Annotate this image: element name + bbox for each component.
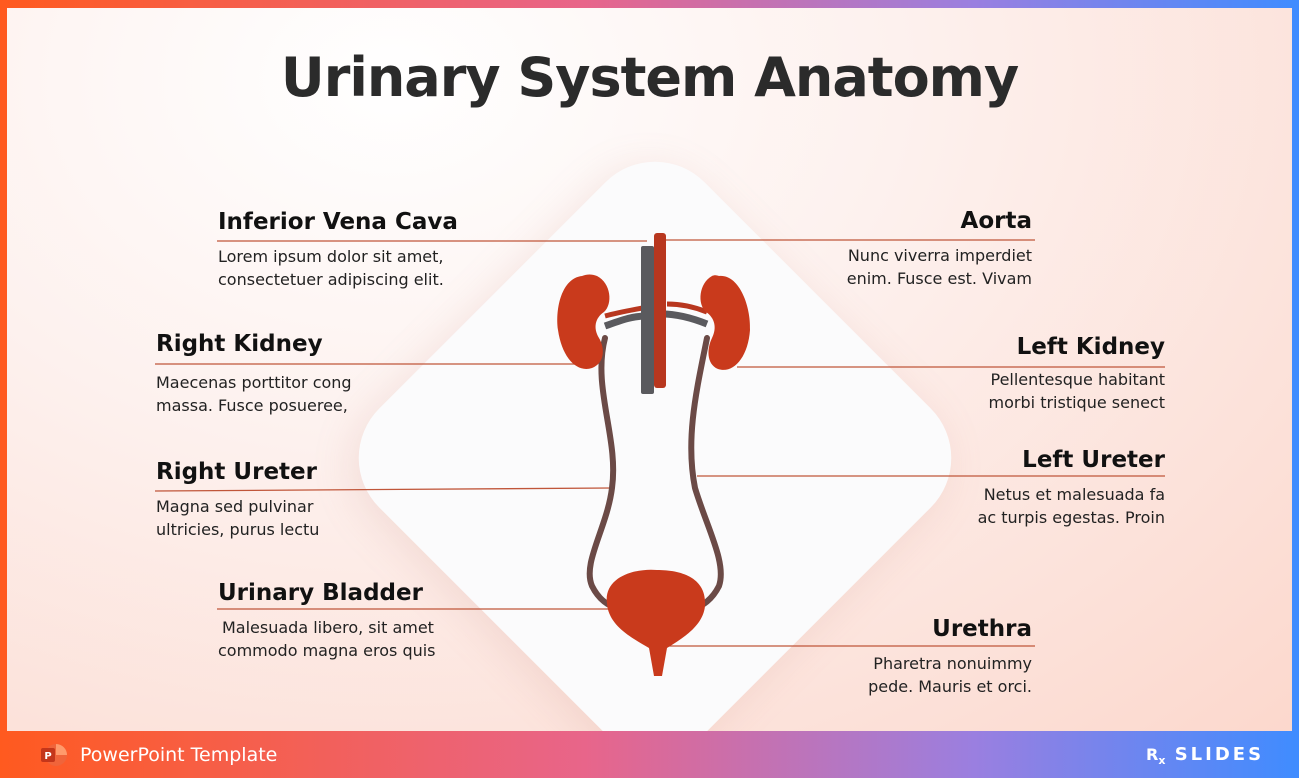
urethra-heading: Urethra: [932, 616, 1032, 642]
label-right-ureter: Right Ureter Magna sed pulvinar ultricie…: [156, 458, 319, 541]
brand-logo: Rx SLIDES: [1146, 744, 1264, 767]
label-urethra: Urethra Pharetra nonuimmy pede. Mauris e…: [787, 615, 1032, 698]
right-kidney-heading: Right Kidney: [156, 331, 323, 357]
right-kidney-desc-line2: massa. Fusce posueree,: [156, 396, 348, 415]
urinary-bladder-organ: [606, 569, 706, 676]
left-renal-artery: [666, 301, 708, 315]
aorta-desc-line1: Nunc viverra imperdiet: [847, 246, 1032, 265]
label-right-kidney: Right Kidney Maecenas porttitor cong mas…: [156, 330, 352, 417]
left-ureter-desc-line2: ac turpis egestas. Proin: [977, 508, 1165, 527]
leader-line-right-ureter: [154, 487, 612, 492]
bladder-heading: Urinary Bladder: [218, 580, 423, 606]
label-left-ureter: Left Ureter Netus et malesuada fa ac tur…: [917, 446, 1165, 529]
aorta-vessel: [654, 233, 666, 388]
left-ureter-desc-line1: Netus et malesuada fa: [983, 485, 1165, 504]
bladder-desc-line2: commodo magna eros quis: [218, 641, 436, 660]
footer-template-label: PowerPoint Template: [80, 744, 278, 766]
left-ureter: [688, 335, 724, 611]
ivc-desc-line2: consectetuer adipiscing elit.: [218, 270, 444, 289]
leader-lines: [154, 239, 1165, 647]
aorta-desc-line2: enim. Fusce est. Vivam: [846, 269, 1032, 288]
right-ureter-heading: Right Ureter: [156, 459, 317, 485]
right-renal-vein: [603, 312, 648, 330]
left-kidney-desc-line2: morbi tristique senect: [988, 393, 1165, 412]
label-bladder: Urinary Bladder Malesuada libero, sit am…: [218, 579, 436, 662]
rx-logo-icon: Rx: [1146, 745, 1166, 768]
page-title: Urinary System Anatomy: [280, 46, 1019, 109]
slide-canvas: Urinary System Anatomy: [7, 8, 1292, 731]
left-ureter-heading: Left Ureter: [1022, 447, 1165, 473]
left-kidney-organ: [700, 275, 751, 370]
right-kidney-organ: [557, 274, 610, 369]
right-ureter: [586, 335, 620, 611]
ivc-desc-line1: Lorem ipsum dolor sit amet,: [218, 247, 444, 266]
label-ivc: Inferior Vena Cava Lorem ipsum dolor sit…: [218, 208, 458, 291]
left-renal-vein: [661, 310, 709, 328]
label-left-kidney: Left Kidney Pellentesque habitant morbi …: [917, 333, 1165, 414]
bladder-desc-line1: Malesuada libero, sit amet: [222, 618, 434, 637]
left-kidney-heading: Left Kidney: [1016, 334, 1165, 360]
right-ureter-desc-line2: ultricies, purus lectu: [156, 520, 320, 539]
svg-text:P: P: [44, 751, 51, 762]
urethra-desc-line2: pede. Mauris et orci.: [868, 677, 1032, 696]
urethra-desc-line1: Pharetra nonuimmy: [873, 654, 1032, 673]
aorta-heading: Aorta: [960, 208, 1032, 234]
left-kidney-desc-line1: Pellentesque habitant: [990, 370, 1165, 389]
label-aorta: Aorta Nunc viverra imperdiet enim. Fusce…: [787, 207, 1032, 290]
ivc-heading: Inferior Vena Cava: [218, 209, 458, 235]
right-kidney-desc-line1: Maecenas porttitor cong: [156, 373, 352, 392]
powerpoint-icon: P: [41, 744, 67, 766]
urinary-system-diagram: [154, 233, 1165, 676]
brand-text: SLIDES: [1174, 744, 1265, 765]
right-ureter-desc-line1: Magna sed pulvinar: [156, 497, 314, 516]
inferior-vena-cava: [641, 246, 654, 394]
